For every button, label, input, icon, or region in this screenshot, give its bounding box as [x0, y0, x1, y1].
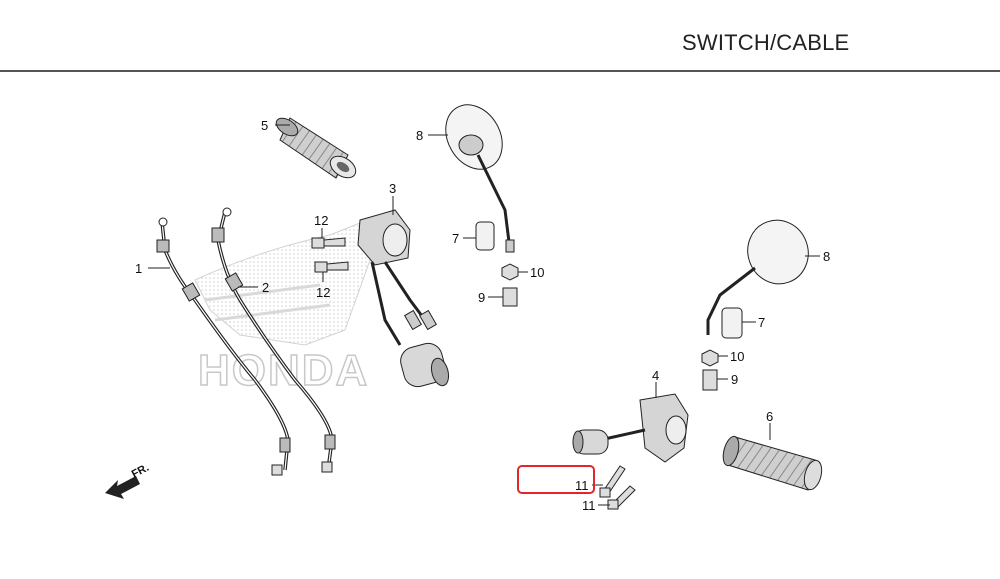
part-11-screws	[599, 465, 636, 510]
part-3-left-switch	[357, 209, 450, 388]
mirror-mount-parts-left	[475, 221, 519, 307]
callout-2: 2	[262, 280, 269, 295]
callout-8-right: 8	[823, 249, 830, 264]
part-1-throttle-cable	[156, 217, 291, 476]
leader-lines	[148, 124, 820, 506]
callout-8-left: 8	[416, 128, 423, 143]
callout-11-upper: 11	[575, 478, 589, 493]
part-6-right-grip	[722, 435, 823, 491]
title-divider	[0, 70, 1000, 72]
honda-wing-watermark: HONDA	[194, 214, 381, 396]
callout-10-right: 10	[730, 349, 744, 364]
callout-11-lower: 11	[582, 498, 596, 513]
callout-7-right: 7	[758, 315, 765, 330]
part-8-right-mirror	[706, 219, 809, 335]
callout-5: 5	[261, 118, 268, 133]
callout-10-left: 10	[530, 265, 544, 280]
callout-1: 1	[135, 261, 142, 276]
callout-7-left: 7	[452, 231, 459, 246]
part-4-right-switch	[572, 393, 689, 463]
callout-12-upper: 12	[314, 213, 328, 228]
highlight-box	[517, 465, 595, 494]
honda-watermark-text: HONDA	[198, 346, 369, 395]
callout-3: 3	[389, 181, 396, 196]
callout-4: 4	[652, 368, 659, 383]
page-title: SWITCH/CABLE	[682, 30, 850, 55]
callout-9-left: 9	[478, 290, 485, 305]
callout-9-right: 9	[731, 372, 738, 387]
callout-12-lower: 12	[316, 285, 330, 300]
front-direction-arrow-icon: FR.	[105, 462, 151, 499]
front-direction-label: FR.	[130, 462, 151, 481]
callout-6: 6	[766, 409, 773, 424]
part-5-left-grip	[275, 117, 357, 179]
mirror-mount-parts-right	[701, 307, 743, 391]
part-8-left-mirror	[445, 104, 515, 253]
part-12-screws	[311, 237, 349, 273]
part-2-throttle-cable	[211, 207, 336, 473]
